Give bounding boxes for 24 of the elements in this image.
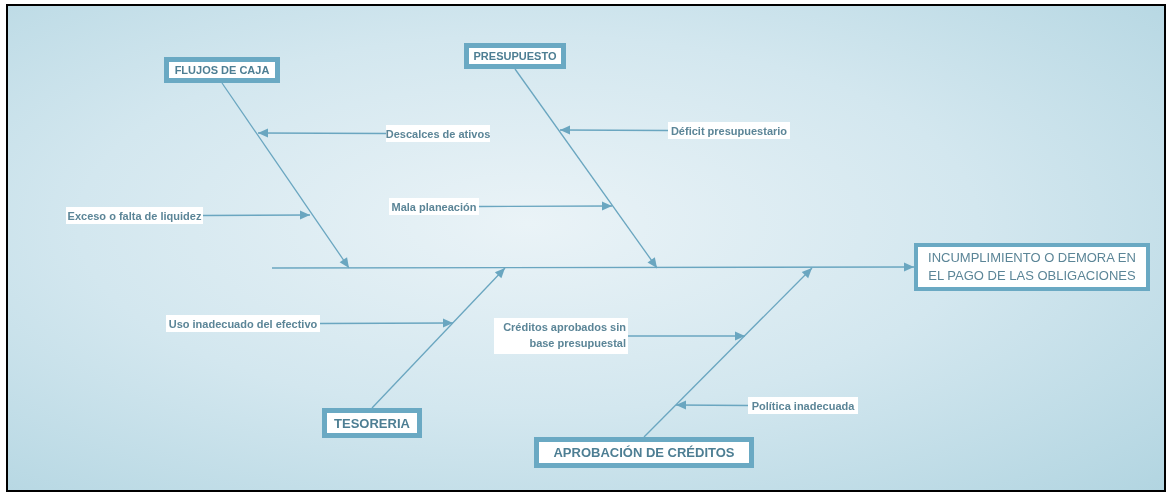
effect-box: INCUMPLIMIENTO O DEMORA EN EL PAGO DE LAS OBLIGACIONES xyxy=(914,243,1150,291)
arrow xyxy=(319,318,454,328)
arrow xyxy=(643,267,813,438)
cause-label: Política inadecuada xyxy=(748,397,858,414)
cause-label: Uso inadecuado del efectivo xyxy=(166,315,320,332)
cause-label: Exceso o falta de liquidez xyxy=(66,207,203,224)
arrow xyxy=(221,82,350,269)
cause-label: Mala planeación xyxy=(389,198,479,215)
category-box: APROBACIÓN DE CRÉDITOS xyxy=(534,437,754,468)
category-box: PRESUPUESTO xyxy=(464,43,566,69)
arrow xyxy=(271,262,915,272)
arrow xyxy=(202,210,311,220)
arrow xyxy=(627,331,746,341)
cause-label: Descalces de ativos xyxy=(386,125,490,142)
cause-label: Créditos aprobados sin base presupuestal xyxy=(494,318,628,354)
arrow xyxy=(675,400,749,410)
arrow xyxy=(478,201,613,211)
arrow xyxy=(514,68,658,269)
arrow xyxy=(257,128,387,138)
category-box: TESORERIA xyxy=(322,408,422,438)
arrow xyxy=(559,125,669,135)
category-box: FLUJOS DE CAJA xyxy=(164,57,280,83)
arrow xyxy=(371,267,506,409)
cause-label: Déficit presupuestario xyxy=(668,122,790,139)
